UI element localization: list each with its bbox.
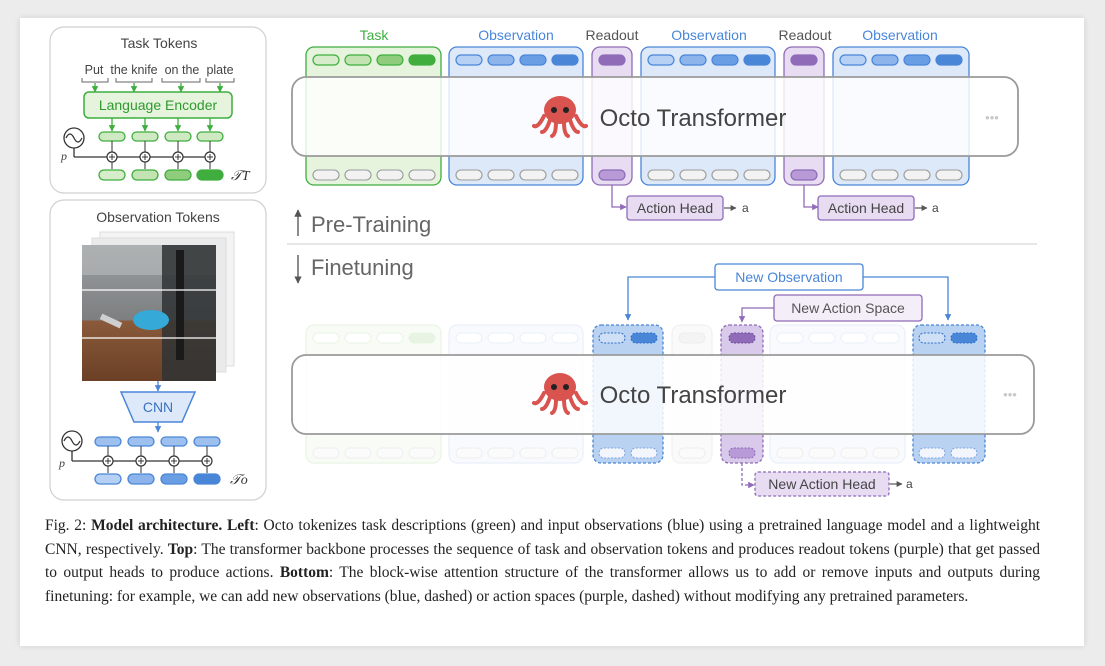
action-head-1	[626, 195, 724, 221]
octopus-icon	[532, 373, 588, 415]
pretraining-label: Pre-Training	[311, 212, 431, 237]
language-encoder-box	[83, 91, 233, 119]
action-output-2: a	[932, 201, 939, 215]
robot-camera-image	[82, 231, 235, 381]
pos-label-obs: p	[58, 456, 65, 470]
column-label-observation-2: Observation	[671, 27, 746, 43]
column-label-observation-3: Observation	[862, 27, 937, 43]
obs-tokens-title: Observation Tokens	[96, 209, 219, 225]
ellipsis-bottom: •••	[1003, 387, 1017, 402]
new-observation-label: New Observation	[735, 269, 842, 285]
caption-left-heading: Left	[226, 517, 255, 534]
caption-title: Model architecture.	[91, 517, 223, 534]
caption-bottom-text: : The block-wise attention structure of …	[45, 564, 1040, 605]
caption-top-text: : The transformer backbone processes the…	[45, 540, 1040, 582]
cnn-box	[119, 391, 197, 423]
octopus-icon	[532, 96, 588, 138]
action-head-2-label: Action Head	[828, 200, 904, 216]
new-action-output: a	[906, 477, 913, 491]
octo-transformer-top	[291, 76, 1019, 157]
task-word-3: on the	[165, 63, 200, 77]
action-head-1-label: Action Head	[637, 200, 713, 216]
task-token-symbol: 𝒯T	[231, 169, 251, 184]
column-label-readout-2: Readout	[779, 27, 832, 43]
octo-transformer-label-top: Octo Transformer	[600, 105, 787, 132]
caption-fig: Fig. 2:	[45, 517, 87, 534]
observation-tokens-panel: Observation Tokens CNN p	[49, 199, 267, 501]
octo-transformer-label-bottom: Octo Transformer	[600, 382, 787, 409]
new-action-head	[754, 471, 890, 497]
pretraining-section: Task Observation Readout Observation Rea…	[291, 27, 1019, 237]
new-action-space-label: New Action Space	[791, 300, 905, 316]
action-output-1: a	[742, 201, 749, 215]
new-action-head-label: New Action Head	[768, 476, 875, 492]
column-label-observation-1: Observation	[478, 27, 553, 43]
finetuning-label: Finetuning	[311, 255, 414, 280]
caption-top-heading: Top	[167, 540, 194, 558]
task-tokens-panel: Task Tokens Put the knife on the plate L…	[49, 26, 267, 194]
pos-label-task: p	[60, 149, 67, 163]
caption-bottom-heading: Bottom	[279, 564, 329, 581]
action-head-2	[817, 195, 915, 221]
task-tokens-title: Task Tokens	[121, 35, 198, 51]
caption-left-text: : Octo tokenizes task descriptions (gree…	[45, 517, 1041, 558]
octo-transformer-bottom	[291, 354, 1035, 435]
column-label-task: Task	[360, 27, 390, 43]
task-word-2: the knife	[110, 63, 157, 77]
column-label-readout-1: Readout	[586, 27, 639, 43]
task-word-1: Put	[85, 63, 104, 77]
obs-token-symbol: 𝒯o	[230, 473, 248, 488]
ellipsis-top: •••	[985, 110, 999, 125]
task-word-4: plate	[206, 63, 233, 77]
language-encoder-label: Language Encoder	[99, 97, 218, 113]
cnn-label: CNN	[143, 399, 173, 415]
figure-caption: Fig. 2: Model architecture. Left: Octo t…	[45, 514, 1040, 608]
finetuning-section: Finetuning New Observation New Action Sp…	[291, 255, 1035, 497]
